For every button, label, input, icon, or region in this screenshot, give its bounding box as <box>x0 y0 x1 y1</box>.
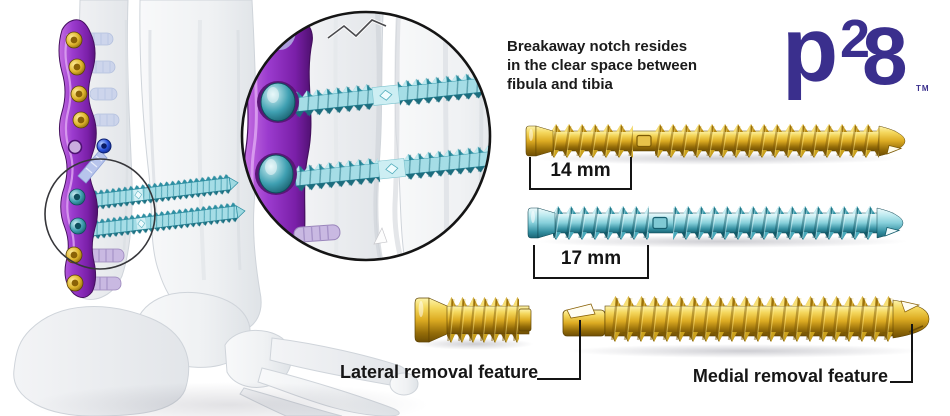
empty-plate-hole <box>67 139 83 155</box>
gap-arrow <box>373 227 388 245</box>
lateral-removal-boss <box>562 303 606 337</box>
logo-digit-8: 8 <box>862 11 908 102</box>
inset-circle-outline <box>240 10 492 262</box>
measurement-14mm: 14 mm <box>529 157 632 190</box>
logo-trademark: TM <box>916 84 930 93</box>
plate-screw-heads <box>65 31 90 292</box>
inset-screw-heads <box>255 81 299 195</box>
medial-removal-label: Medial removal feature <box>692 366 888 386</box>
inset-screw-bottom <box>294 144 490 192</box>
gold-screw-head <box>525 125 554 157</box>
teal-screw-tip <box>876 207 904 239</box>
breakaway-notch-slot <box>652 216 668 230</box>
breakaway-annotation: Breakaway notch resides in the clear spa… <box>507 37 697 94</box>
annotation-line-3: fibula and tibia <box>507 76 613 93</box>
lateral-removal-label: Lateral removal feature <box>340 362 539 382</box>
lateral-leader-line <box>537 320 581 380</box>
gold-screw-tip <box>878 125 906 157</box>
syndesmotic-screw-top <box>80 173 239 212</box>
shaft-fragment-illustration <box>562 295 930 343</box>
logo-letter-p: p <box>782 0 838 101</box>
fragment-head <box>414 297 448 343</box>
p28-logo: p 2 8 TM <box>782 0 938 106</box>
teal-screw-head <box>527 207 556 239</box>
lateral-head-fragment-illustration <box>414 297 532 343</box>
measurement-14mm-label: 14 mm <box>550 160 611 181</box>
foot-bones <box>13 292 419 416</box>
gold-screw-14mm-illustration <box>525 124 906 158</box>
fracture-line <box>326 17 387 40</box>
inset-lavender-screw <box>293 224 341 243</box>
magnifier-source-circle <box>44 158 156 270</box>
medial-leader-line <box>890 324 913 383</box>
annotation-line-1: Breakaway notch resides <box>507 38 688 55</box>
logo-digit-2: 2 <box>840 9 871 69</box>
syndesmotic-screw-bottom <box>81 201 246 241</box>
measurement-17mm: 17 mm <box>533 245 649 279</box>
measurement-17mm-label: 17 mm <box>560 248 622 269</box>
tibia-bone <box>139 0 262 334</box>
annotation-line-2: in the clear space between <box>507 57 698 74</box>
teal-screw-17mm-illustration <box>527 206 904 240</box>
magnified-inset <box>240 10 492 262</box>
breakaway-notch-slot <box>636 134 652 148</box>
ankle-lateral-view-illustration <box>13 0 419 416</box>
breakaway-notch-marker <box>385 163 399 175</box>
medial-removal-tip <box>892 299 930 339</box>
breakaway-notch-marker <box>379 89 393 101</box>
